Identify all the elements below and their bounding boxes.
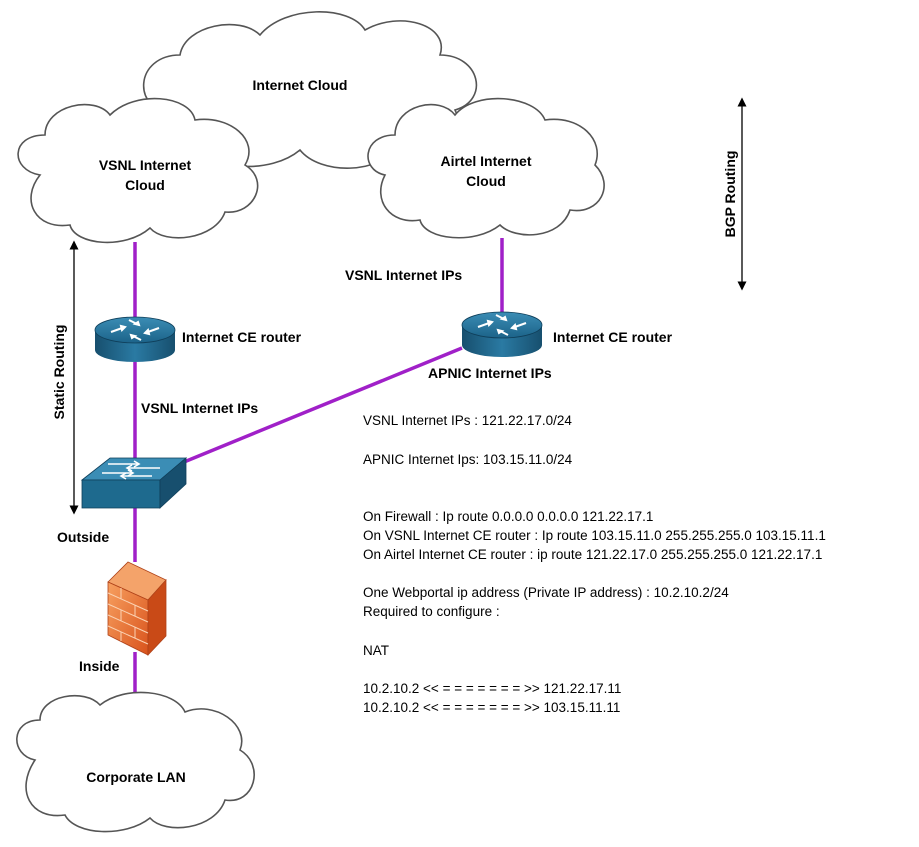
- corporate-lan-label: Corporate LAN: [86, 769, 186, 785]
- vsnl-cloud-label-line2: Cloud: [125, 177, 165, 193]
- note-vsnl-router-route: On VSNL Internet CE router : Ip route 10…: [363, 528, 826, 543]
- corporate-lan-cloud: Corporate LAN: [16, 691, 255, 833]
- vsnl-cloud: VSNL Internet Cloud: [17, 97, 259, 244]
- bgp-routing-label: BGP Routing: [722, 151, 738, 238]
- apnic-ips-label: APNIC Internet IPs: [428, 365, 552, 381]
- vsnl-ips-label-right: VSNL Internet IPs: [345, 267, 462, 283]
- left-router-label: Internet CE router: [182, 329, 302, 345]
- airtel-cloud-label-line2: Cloud: [466, 173, 506, 189]
- outside-label: Outside: [57, 529, 109, 545]
- firewall-icon: [107, 561, 167, 657]
- right-router-label: Internet CE router: [553, 329, 673, 345]
- vsnl-ips-label-left: VSNL Internet IPs: [141, 400, 258, 416]
- vsnl-cloud-label-line1: VSNL Internet: [99, 157, 192, 173]
- note-nat-map-2: 10.2.10.2 << = = = = = = = >> 103.15.11.…: [363, 700, 620, 715]
- link-right-router-to-switch: [183, 346, 463, 464]
- note-apnic-ips: APNIC Internet Ips: 103.15.11.0/24: [363, 452, 573, 467]
- links: [133, 238, 504, 705]
- note-airtel-router-route: On Airtel Internet CE router : ip route …: [363, 547, 822, 562]
- note-required-configure: Required to configure :: [363, 604, 500, 619]
- note-firewall-route: On Firewall : Ip route 0.0.0.0 0.0.0.0 1…: [363, 509, 653, 524]
- note-nat-map-1: 10.2.10.2 << = = = = = = = >> 121.22.17.…: [363, 681, 621, 696]
- config-notes: VSNL Internet IPs : 121.22.17.0/24 APNIC…: [363, 413, 826, 715]
- inside-label: Inside: [79, 658, 120, 674]
- airtel-cloud: Airtel Internet Cloud: [367, 97, 605, 239]
- static-routing-label: Static Routing: [51, 325, 67, 420]
- note-nat: NAT: [363, 643, 389, 658]
- switch-icon: [80, 457, 188, 509]
- left-router-icon: [94, 316, 176, 362]
- note-webportal-ip: One Webportal ip address (Private IP add…: [363, 585, 729, 600]
- airtel-cloud-label-line1: Airtel Internet: [440, 153, 531, 169]
- right-router-icon: [461, 311, 543, 357]
- note-vsnl-ips: VSNL Internet IPs : 121.22.17.0/24: [363, 413, 572, 428]
- internet-cloud-label: Internet Cloud: [253, 77, 348, 93]
